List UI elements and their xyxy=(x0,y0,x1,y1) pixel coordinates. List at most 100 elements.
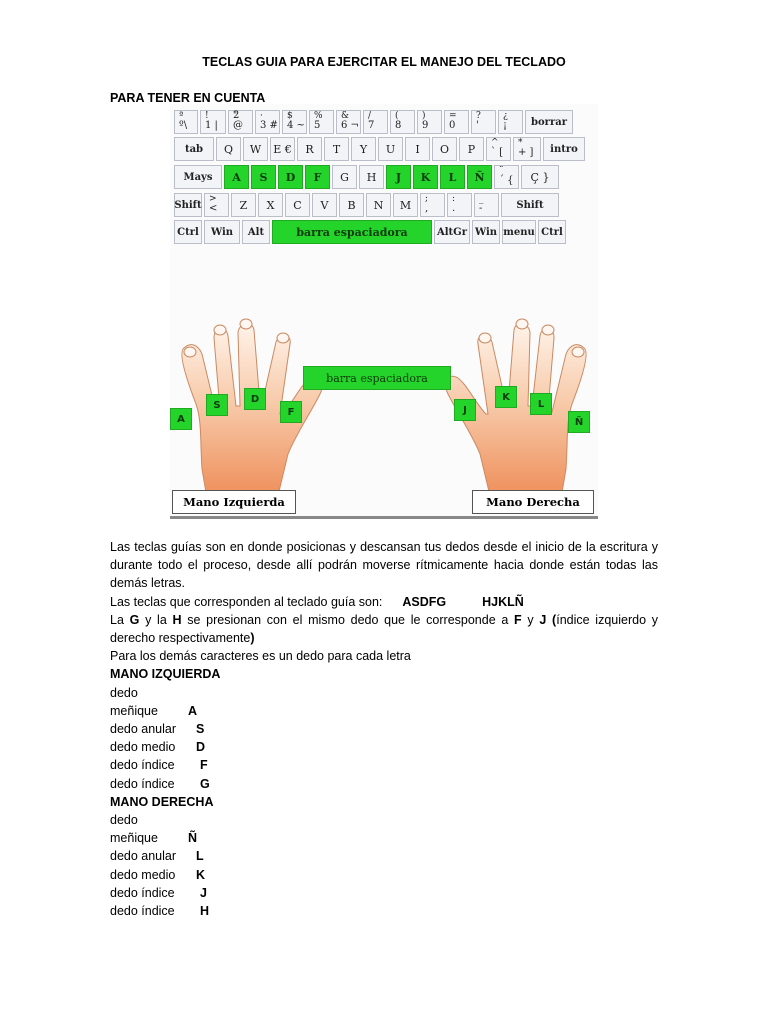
finger-key: S xyxy=(196,722,205,737)
key-lower-symbol: ` [ xyxy=(491,147,504,158)
keyboard-key: (8 xyxy=(390,110,415,134)
key-lower-symbol: 2 @ xyxy=(233,110,243,131)
key-upper-symbol: $ xyxy=(287,111,293,121)
keyboard-key: Win xyxy=(472,220,500,244)
finger-key: Ñ xyxy=(188,831,198,846)
keyboard-key: )9 xyxy=(417,110,442,134)
key-lower-symbol: ¡ xyxy=(503,120,508,131)
key-upper-symbol: & xyxy=(341,111,350,121)
note-heading: PARA TENER EN CUENTA xyxy=(110,91,266,105)
keyboard-key: Q xyxy=(216,137,241,161)
key-upper-symbol: / xyxy=(368,111,372,121)
keyboard-key: /7 xyxy=(363,110,388,134)
keyboard-key: T xyxy=(324,137,349,161)
finger-key: H xyxy=(200,904,210,919)
gh-text: se presionan con el mismo dedo que le co… xyxy=(181,612,515,627)
keyboard-key: G xyxy=(332,165,357,189)
key-lower-symbol: < xyxy=(209,203,218,214)
finger-key-k: K xyxy=(495,386,517,408)
keyboard-key: menu xyxy=(502,220,536,244)
key-lower-symbol: 0 xyxy=(449,120,456,131)
finger-name: dedo meñique xyxy=(110,813,158,846)
gh-explanation: La G y la H se presionan con el mismo de… xyxy=(110,611,658,647)
keyboard-key: U xyxy=(378,137,403,161)
key-lower-symbol: 4 ~ xyxy=(287,120,305,131)
intro-paragraph: Las teclas guías son en donde posicionas… xyxy=(110,540,658,591)
keyboard-key: Ç } xyxy=(521,165,559,189)
finger-name: dedo anular xyxy=(110,849,177,864)
hands-drawing xyxy=(181,318,587,505)
key-upper-symbol: = xyxy=(449,111,457,121)
finger-name: dedo medio xyxy=(110,740,176,755)
gh-text: y la xyxy=(139,612,173,627)
body-text: Las teclas guías son en donde posicionas… xyxy=(110,538,658,920)
keyboard-key: F xyxy=(305,165,330,189)
keyboard-key: ^` [ xyxy=(486,137,511,161)
keyboard-key: borrar xyxy=(525,110,573,134)
guide-keys-left: ASDFG xyxy=(402,594,447,609)
keyboard-key: AltGr xyxy=(434,220,470,244)
keyboard-key: Y xyxy=(351,137,376,161)
key-lower-symbol: 9 xyxy=(422,120,429,131)
left-hand-heading: MANO IZQUIERDA xyxy=(110,667,221,682)
keyboard-key: :. xyxy=(447,193,472,217)
left-hand xyxy=(181,318,323,505)
keyboard-key: tab xyxy=(174,137,214,161)
key-upper-symbol: ^ xyxy=(491,138,499,148)
key-lower-symbol: + ] xyxy=(518,147,534,158)
finger-row: dedo medio D xyxy=(110,738,658,756)
gh-key-h: H xyxy=(172,612,182,627)
finger-row: dedo índice H xyxy=(110,902,658,920)
finger-name: dedo índice xyxy=(110,758,175,773)
keyboard-key: Alt xyxy=(242,220,270,244)
key-upper-symbol: ( xyxy=(395,111,399,121)
keyboard-key: C xyxy=(285,193,310,217)
keyboard-key: O xyxy=(432,137,457,161)
keyboard-key: barra espaciadora xyxy=(272,220,432,244)
key-upper-symbol: * xyxy=(518,138,523,148)
keyboard-key: %5 xyxy=(309,110,334,134)
keyboard-key: ¿¡ xyxy=(498,110,523,134)
finger-key-d: D xyxy=(244,388,266,410)
key-upper-symbol: _ xyxy=(479,194,484,204)
keyboard-key: ¨´ { xyxy=(494,165,519,189)
keyboard-key: !1 | xyxy=(200,110,226,134)
keyboard-key: $4 ~ xyxy=(282,110,307,134)
gh-text: ) xyxy=(250,631,255,646)
keyboard-key: Z xyxy=(231,193,256,217)
key-lower-symbol: - xyxy=(479,203,483,214)
finger-name: dedo índice xyxy=(110,885,175,900)
finger-key-j: J xyxy=(454,399,476,421)
keyboard-key: J xyxy=(386,165,411,189)
keyboard-key: ?' xyxy=(471,110,496,134)
keyboard-key: D xyxy=(278,165,303,189)
keyboard-key: V xyxy=(312,193,337,217)
keyboard-key: &6 ¬ xyxy=(336,110,361,134)
keyboard-key: Ñ xyxy=(467,165,492,189)
keyboard-key: *+ ] xyxy=(513,137,541,161)
others-line: Para los demás caracteres es un dedo par… xyxy=(110,649,411,664)
keyboard-key: Ctrl xyxy=(538,220,566,244)
key-upper-symbol: > xyxy=(209,194,217,204)
key-upper-symbol: : xyxy=(452,194,456,204)
key-upper-symbol: ! xyxy=(205,111,209,121)
space-bar-label: barra espaciadora xyxy=(303,366,451,390)
hands-illustration: A S D F J K L Ñ barra espaciadora Mano I… xyxy=(170,254,598,516)
finger-name: dedo índice xyxy=(110,904,175,919)
right-hand xyxy=(445,318,587,505)
finger-key: D xyxy=(196,740,206,755)
keyboard-key: Win xyxy=(204,220,240,244)
key-upper-symbol: ¨ xyxy=(499,166,504,176)
document-title: TECLAS GUIA PARA EJERCITAR EL MANEJO DEL… xyxy=(202,55,566,69)
guide-keys-intro: Las teclas que corresponden al teclado g… xyxy=(110,594,383,609)
